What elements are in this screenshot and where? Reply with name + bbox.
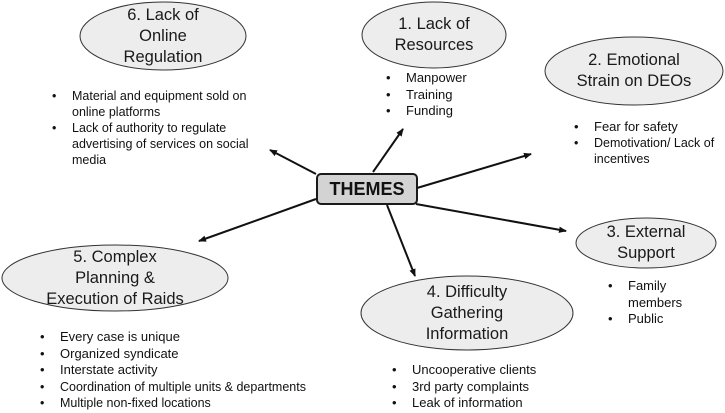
theme-4-title-text: 4. Difficulty Gathering Information	[425, 282, 509, 343]
arrow-to-theme-5	[198, 198, 317, 242]
theme-6-title-text: 6. Lack of Online Regulation	[123, 5, 203, 66]
theme-1-title-text: 1. Lack of Resources	[394, 15, 474, 54]
theme-ellipse-3	[575, 217, 717, 269]
bullet-item: Organized syndicate	[38, 346, 358, 363]
bullet-item: Multiple non-fixed locations	[38, 395, 358, 412]
theme-3-title: 3. External Support	[576, 218, 716, 268]
theme-ellipse-5	[1, 244, 229, 312]
theme-4-title: 4. Difficulty Gathering Information	[361, 276, 573, 350]
bullet-item: Family members	[606, 278, 696, 311]
arrow-to-theme-2	[416, 152, 532, 189]
theme-6-title: 6. Lack of Online Regulation	[80, 2, 246, 70]
theme-ellipse-2	[544, 36, 724, 106]
theme-6-bullets: Material and equipment sold on online pl…	[50, 88, 250, 168]
arrow-to-theme-1	[372, 128, 404, 173]
theme-5-bullets: Every case is unique Organized syndicate…	[38, 329, 358, 412]
themes-center-label: THEMES	[329, 178, 405, 199]
bullet-item: Manpower	[384, 70, 504, 87]
bullet-item: Funding	[384, 103, 504, 120]
theme-5-title: 5. Complex Planning & Execution of Raids	[2, 245, 228, 311]
theme-3-title-text: 3. External Support	[606, 223, 686, 262]
arrow-to-theme-4	[386, 204, 416, 277]
theme-5-title-text: 5. Complex Planning & Execution of Raids	[46, 247, 184, 308]
theme-3-bullets: Family members Public	[606, 278, 696, 328]
theme-2-title-text: 2. Emotional Strain on DEOs	[576, 51, 692, 90]
theme-ellipse-1	[361, 1, 507, 69]
bullet-item: Demotivation/ Lack of incentives	[572, 135, 722, 167]
bullet-item: Material and equipment sold on online pl…	[50, 88, 250, 120]
bullet-item: Lack of authority to regulate advertisin…	[50, 120, 250, 168]
bullet-item: Public	[606, 311, 696, 328]
theme-4-bullets: Uncooperative clients 3rd party complain…	[390, 362, 590, 412]
bullet-item: 3rd party complaints	[390, 379, 590, 396]
bullet-item: Leak of information	[390, 395, 590, 412]
theme-1-bullets: Manpower Training Funding	[384, 70, 504, 120]
arrow-to-theme-3	[415, 203, 567, 233]
theme-1-title: 1. Lack of Resources	[362, 2, 506, 68]
theme-2-bullets: Fear for safety Demotivation/ Lack of in…	[572, 119, 722, 167]
bullet-item: Uncooperative clients	[390, 362, 590, 379]
theme-ellipse-4	[360, 275, 574, 351]
bullet-item: Interstate activity	[38, 362, 358, 379]
arrow-to-theme-6	[269, 149, 317, 175]
themes-center-node: THEMES	[316, 173, 418, 205]
theme-2-title: 2. Emotional Strain on DEOs	[545, 37, 723, 105]
bullet-item: Training	[384, 87, 504, 104]
bullet-item: Coordination of multiple units & departm…	[38, 379, 358, 396]
bullet-item: Every case is unique	[38, 329, 358, 346]
theme-ellipse-6	[79, 1, 247, 71]
bullet-item: Fear for safety	[572, 119, 722, 135]
